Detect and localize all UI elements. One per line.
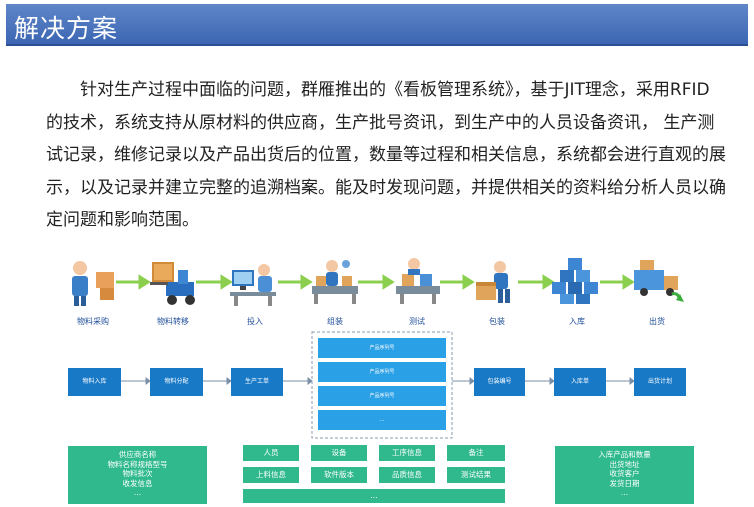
info-line: ... (133, 488, 142, 498)
stage-label-2: 物料转移 (157, 317, 189, 326)
delivery-truck-icon (634, 260, 684, 302)
grid-cell-personnel: 人员 (243, 445, 299, 461)
grid-cell-feeding-info: 上料信息 (243, 467, 299, 483)
testing-icon (396, 258, 440, 304)
info-line: 物料名称规格型号 (107, 459, 168, 469)
serial-box-more: ... (318, 410, 446, 430)
process-box-material-inbound: 物料入库 (68, 368, 121, 396)
process-box-inbound-order: 入库单 (554, 368, 606, 396)
stage-label-6: 包装 (489, 317, 505, 326)
grid-cell-more: ... (243, 489, 505, 503)
supplier-info-box: 供应商名称 物料名称规格型号 物料批次 收发信息 ... (68, 446, 207, 504)
info-line: 收货客户 (609, 469, 640, 479)
info-line: 入库产品和数量 (598, 450, 651, 459)
serial-box: 产品序列号 (318, 386, 446, 406)
process-box-package-number: 包装编号 (474, 368, 525, 396)
computer-operator-icon (230, 264, 276, 306)
serial-box: 产品序列号 (318, 338, 446, 358)
section-title: 解决方案 (14, 14, 119, 43)
worker-scanner-icon (72, 261, 114, 306)
assembly-icon (312, 260, 358, 304)
grid-cell-test-results: 测试结果 (447, 467, 505, 483)
stage-label-5: 测试 (409, 317, 425, 326)
grid-cell-equipment: 设备 (311, 445, 367, 461)
stage-label-8: 出货 (649, 317, 665, 326)
grid-cell-software-version: 软件版本 (311, 467, 367, 483)
process-box-shipping-plan: 出货计划 (634, 368, 686, 396)
info-line: 物料批次 (122, 469, 153, 479)
info-line: 发货日期 (609, 478, 640, 488)
process-box-work-order: 生产工单 (231, 368, 283, 396)
forklift-icon (150, 262, 195, 305)
stage-label-1: 物料采购 (77, 317, 109, 326)
grid-cell-remarks: 备注 (447, 445, 505, 461)
warehouse-boxes-icon (552, 258, 598, 304)
stage-label-7: 入库 (569, 317, 585, 326)
stage-label-4: 组装 (327, 317, 343, 326)
grid-cell-quality-info: 品质信息 (379, 467, 435, 483)
section-header: 解决方案 (6, 4, 748, 46)
packing-icon (476, 261, 510, 303)
process-box-material-allocation: 物料分配 (150, 368, 203, 396)
stage-label-3: 投入 (247, 317, 263, 326)
serial-box: 产品序列号 (318, 362, 446, 382)
shipping-info-box: 入库产品和数量 出货地址 收货客户 发货日期 ... (555, 446, 694, 504)
intro-paragraph: 针对生产过程中面临的问题，群雁推出的《看板管理系统》，基于JIT理念，采用RFI… (46, 80, 726, 230)
info-line: 收发信息 (122, 478, 153, 488)
info-line: ... (620, 488, 629, 498)
info-line: 出货地址 (609, 459, 640, 469)
info-line: 供应商名称 (118, 450, 157, 459)
grid-cell-process-info: 工序信息 (379, 445, 435, 461)
